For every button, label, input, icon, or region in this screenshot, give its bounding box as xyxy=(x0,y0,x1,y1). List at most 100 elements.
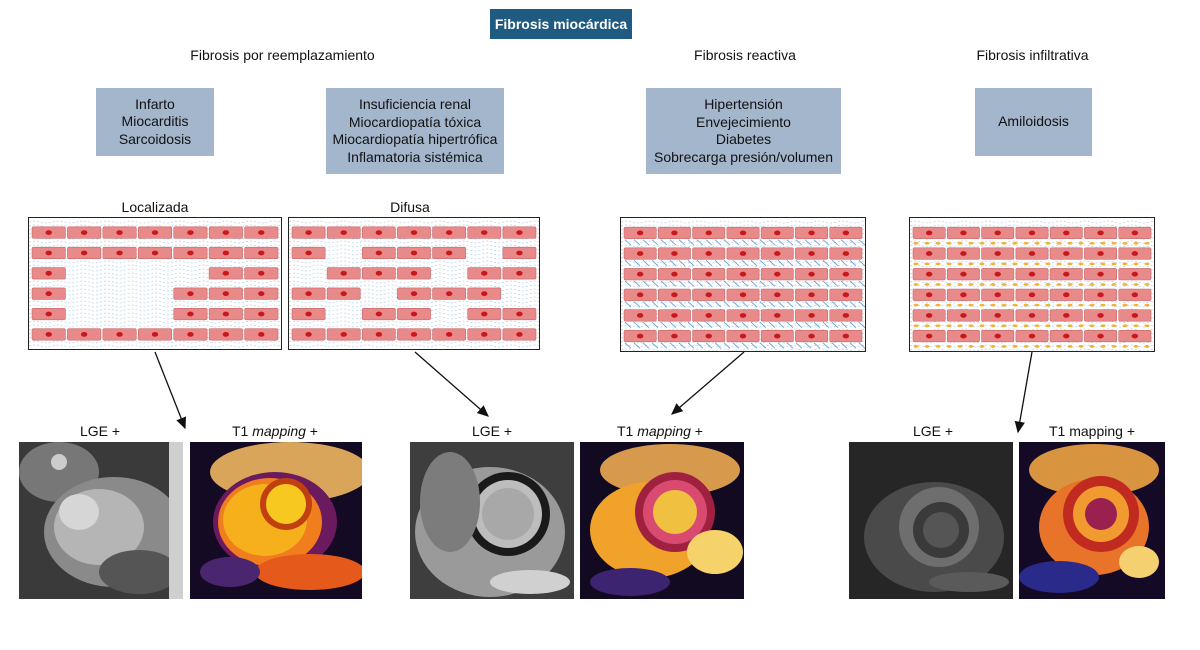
nucleus xyxy=(808,251,815,256)
nucleus xyxy=(774,230,781,236)
amyloid-deposit xyxy=(1045,303,1051,307)
amyloid-deposit xyxy=(1133,241,1139,245)
cause-item: Inflamatoria sistémica xyxy=(347,148,483,165)
nucleus xyxy=(1097,292,1104,298)
amyloid-deposit xyxy=(1089,241,1095,245)
amyloid-deposit xyxy=(957,241,963,245)
nucleus xyxy=(45,230,52,236)
nucleus xyxy=(151,230,159,236)
nucleus xyxy=(994,313,1001,318)
fibrosis-strand xyxy=(750,342,758,349)
amyloid-deposit xyxy=(1078,241,1084,245)
fibrosis-strand xyxy=(669,280,677,287)
amyloid-deposit xyxy=(957,283,963,286)
amyloid-deposit xyxy=(946,241,952,245)
fibrosis-strand xyxy=(714,259,722,267)
amyloid-deposit xyxy=(1122,345,1128,348)
nucleus xyxy=(1097,251,1104,256)
nucleus xyxy=(375,331,383,337)
cause-item: Miocardiopatía tóxica xyxy=(348,113,482,130)
amyloid-deposit xyxy=(968,303,974,307)
amyloid-deposit xyxy=(924,345,930,348)
fibrosis-strand xyxy=(777,259,785,267)
diagram-title: Fibrosis miocárdica xyxy=(490,9,632,39)
fibrosis-strand xyxy=(678,280,686,287)
fibrosis-strand xyxy=(723,342,731,349)
fibrosis-strand xyxy=(624,259,632,267)
amyloid-deposit xyxy=(1056,241,1062,245)
fibrosis-strand xyxy=(723,239,731,246)
fibrosis-strand xyxy=(910,264,1154,268)
causes-reactive-box: Hipertensión Envejecimiento Diabetes Sob… xyxy=(646,88,841,174)
amyloid-deposit xyxy=(1100,262,1106,266)
fibrosis-strand xyxy=(696,321,704,328)
fibrosis-strand xyxy=(813,301,821,308)
fibrosis-strand xyxy=(705,259,713,267)
nucleus xyxy=(445,250,453,256)
fibrosis-strand xyxy=(777,280,785,287)
fibrosis-strand xyxy=(786,301,794,308)
fibrosis-strand xyxy=(849,301,857,308)
cause-item: Amiloidosis xyxy=(998,113,1069,130)
fibrosis-strand xyxy=(289,220,539,224)
nucleus xyxy=(960,313,967,318)
fibrosis-strand xyxy=(651,342,659,349)
fibrosis-strand xyxy=(621,260,865,264)
nucleus xyxy=(671,333,678,339)
fibrosis-strand xyxy=(768,259,776,267)
nucleus xyxy=(739,292,747,298)
label-t1-1: T1 mapping + xyxy=(231,423,318,439)
nucleus xyxy=(1028,271,1036,277)
amyloid-deposit xyxy=(957,303,963,307)
nucleus xyxy=(151,331,159,337)
fibrosis-strand xyxy=(822,301,830,308)
amyloid-deposit xyxy=(1012,345,1018,348)
fibrosis-strand xyxy=(768,321,776,328)
amyloid-deposit xyxy=(1067,262,1073,266)
fibrosis-strand xyxy=(633,280,641,287)
nucleus xyxy=(1028,230,1036,236)
nucleus xyxy=(636,230,644,236)
nucleus xyxy=(1063,271,1070,277)
nucleus xyxy=(516,311,523,317)
fibrosis-strand xyxy=(669,321,677,328)
nucleus xyxy=(340,230,347,236)
fibrosis-strand xyxy=(759,259,767,267)
nucleus xyxy=(258,331,265,337)
amyloid-deposit xyxy=(1100,303,1106,307)
fibrosis-strand xyxy=(29,220,281,224)
nucleus xyxy=(45,331,52,337)
fibrosis-strand xyxy=(759,280,767,287)
t1-image-infiltrative xyxy=(1019,442,1165,599)
tissue-infiltrative-fibrosis xyxy=(909,217,1155,352)
amyloid-deposit xyxy=(1144,262,1150,266)
amyloid-deposit xyxy=(1023,283,1029,286)
fibrosis-strand xyxy=(732,280,740,287)
fibrosis-strand xyxy=(813,321,821,328)
fibrosis-strand xyxy=(750,280,758,287)
nucleus xyxy=(808,333,815,339)
nucleus xyxy=(774,271,781,277)
fibrosis-strand xyxy=(804,280,812,287)
fibrosis-strand xyxy=(910,340,1154,344)
fibrosis-strand xyxy=(804,321,812,328)
fibrosis-strand xyxy=(732,239,740,246)
fibrosis-strand xyxy=(840,259,848,267)
fibrosis-strand xyxy=(804,259,812,267)
amyloid-deposit xyxy=(968,283,974,286)
amyloid-deposit xyxy=(1045,241,1051,245)
fibrosis-strand xyxy=(621,320,865,324)
amyloid-deposit xyxy=(990,262,996,266)
category-infiltrative: Fibrosis infiltrativa xyxy=(976,47,1089,63)
amyloid-deposit xyxy=(1078,324,1084,328)
tissue-reactive-fibrosis xyxy=(620,217,866,352)
nucleus xyxy=(1131,292,1139,298)
fibrosis-strand xyxy=(741,239,749,246)
cause-item: Envejecimiento xyxy=(696,113,791,130)
amyloid-deposit xyxy=(979,303,985,307)
amyloid-deposit xyxy=(1089,283,1095,286)
amyloid-deposit xyxy=(1111,241,1117,245)
nucleus xyxy=(671,313,678,318)
amyloid-deposit xyxy=(1001,345,1007,348)
